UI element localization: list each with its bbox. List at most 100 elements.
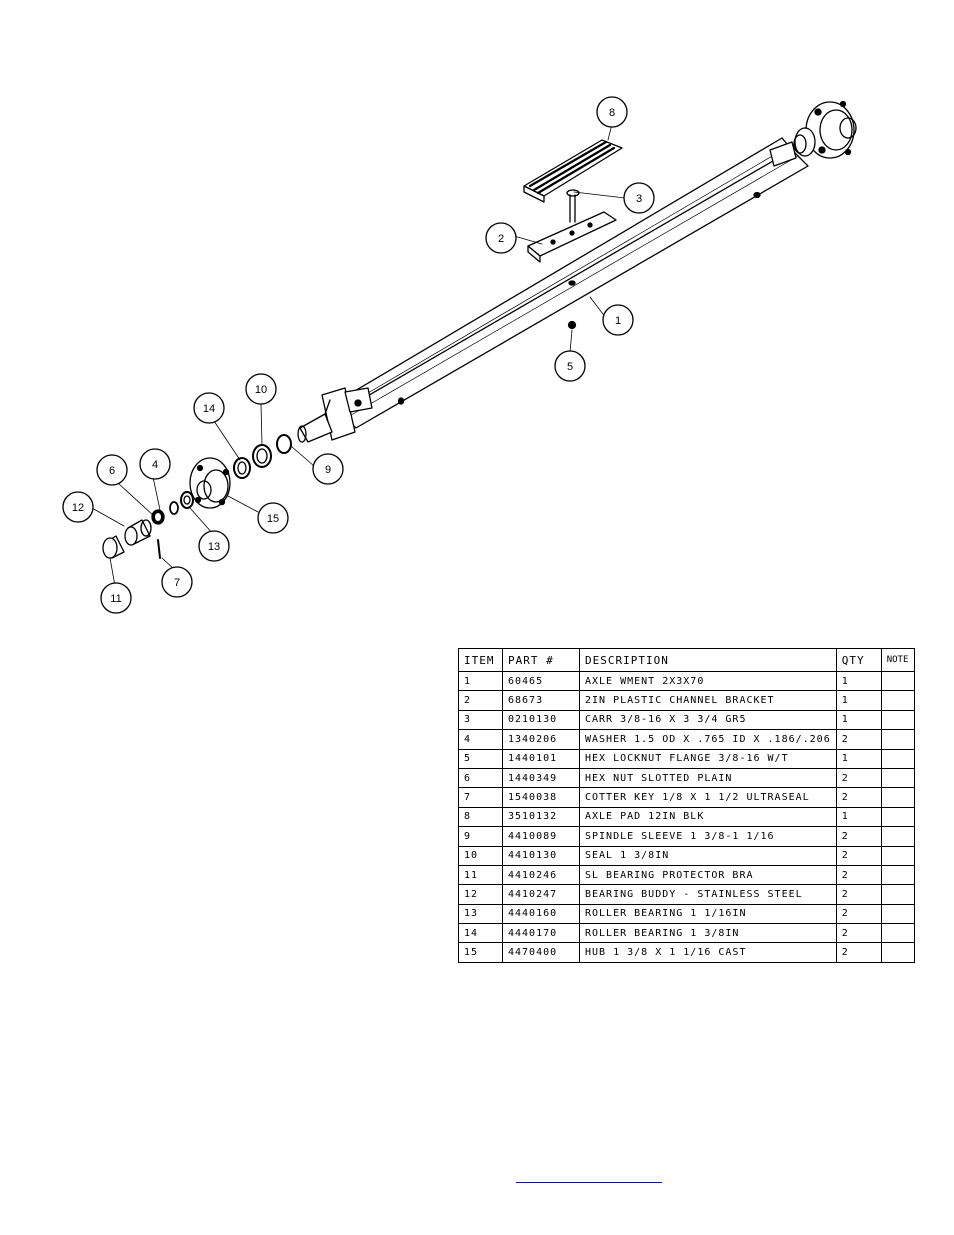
callout-15: 15	[257, 502, 289, 534]
cell-qty: 1	[835, 748, 882, 769]
callout-5: 5	[554, 350, 586, 382]
cell-item: 9	[458, 826, 503, 847]
header-description: DESCRIPTION	[579, 648, 837, 672]
footer-link-underline[interactable]	[516, 1182, 662, 1183]
cell-part: 1440349	[502, 767, 580, 789]
cell-note	[880, 748, 915, 769]
seal	[252, 444, 272, 468]
exploded-axle-diagram: 1 2 3 4 5 6 7 8 9 10 11 12 13 14 15	[62, 96, 857, 614]
cell-item: 2	[458, 690, 503, 711]
cell-desc: COTTER KEY 1/8 X 1 1/2 ULTRASEAL	[579, 787, 837, 808]
cell-item: 6	[458, 767, 503, 789]
cell-note	[880, 690, 915, 711]
cell-item: 3	[458, 709, 503, 731]
header-item: ITEM	[458, 648, 503, 672]
callout-4: 4	[139, 448, 171, 480]
svg-text:3: 3	[636, 193, 642, 205]
cell-item: 11	[458, 864, 503, 886]
cell-item: 1	[458, 670, 503, 692]
carriage-bolt	[566, 189, 580, 223]
cell-qty: 1	[835, 709, 882, 731]
cell-qty: 2	[835, 923, 882, 944]
cell-part: 60465	[502, 670, 580, 692]
axle-pad	[523, 139, 623, 203]
cell-note	[880, 787, 915, 808]
callout-7: 7	[161, 566, 193, 598]
svg-text:10: 10	[255, 384, 267, 396]
svg-text:11: 11	[110, 593, 121, 605]
cell-qty: 2	[835, 826, 882, 847]
svg-text:13: 13	[208, 541, 220, 553]
cell-note	[880, 767, 915, 789]
header-qty: QTY	[835, 648, 882, 672]
cell-qty: 2	[835, 787, 882, 808]
roller-bearing-large	[233, 457, 251, 479]
header-note: NOTE	[880, 648, 915, 672]
cell-item: 13	[458, 903, 503, 925]
cell-qty: 2	[835, 845, 882, 866]
bearing-protector	[102, 535, 125, 559]
spindle-sleeve	[276, 434, 292, 454]
cotter-key	[157, 539, 161, 559]
svg-text:12: 12	[72, 502, 84, 514]
cell-qty: 2	[835, 864, 882, 886]
cell-note	[880, 826, 915, 847]
cell-note	[880, 729, 915, 750]
cell-desc: BEARING BUDDY - STAINLESS STEEL	[579, 884, 837, 905]
callout-1: 1	[602, 304, 634, 336]
cell-desc: SL BEARING PROTECTOR BRA	[579, 864, 837, 886]
cell-desc: ROLLER BEARING 1 1/16IN	[579, 903, 837, 925]
cell-note	[880, 923, 915, 944]
callout-11: 11	[100, 582, 132, 614]
cell-qty: 1	[835, 806, 882, 828]
cell-desc: SEAL 1 3/8IN	[579, 845, 837, 866]
cell-qty: 2	[835, 767, 882, 789]
callout-12: 12	[62, 491, 94, 523]
washer	[169, 501, 179, 515]
cell-desc: HUB 1 3/8 X 1 1/16 CAST	[579, 942, 837, 963]
svg-text:7: 7	[174, 577, 180, 589]
svg-text:2: 2	[498, 233, 504, 245]
cell-part: 0210130	[502, 709, 580, 731]
cell-part: 4410246	[502, 864, 580, 886]
cell-item: 5	[458, 748, 503, 769]
cell-desc: HEX NUT SLOTTED PLAIN	[579, 767, 837, 789]
axle-tube	[339, 137, 809, 429]
cell-item: 15	[458, 942, 503, 963]
callout-9: 9	[312, 453, 344, 485]
cell-note	[880, 670, 915, 692]
cell-part: 3510132	[502, 806, 580, 828]
svg-text:15: 15	[267, 513, 279, 525]
locknut	[567, 320, 577, 330]
cell-item: 12	[458, 884, 503, 905]
slotted-nut	[151, 509, 165, 525]
cell-item: 4	[458, 729, 503, 750]
cell-part: 1340206	[502, 729, 580, 750]
cell-note	[880, 806, 915, 828]
roller-bearing-small	[180, 491, 194, 509]
channel-bracket	[527, 211, 617, 263]
callout-14: 14	[193, 392, 225, 424]
bearing-buddy	[124, 519, 152, 546]
cell-item: 8	[458, 806, 503, 828]
cell-note	[880, 864, 915, 886]
right-hub	[769, 100, 857, 167]
table-header-row: ITEM PART # DESCRIPTION QTY NOTE	[458, 648, 915, 672]
leader-lines	[91, 123, 626, 587]
cell-part: 1540038	[502, 787, 580, 808]
cell-desc: WASHER 1.5 OD X .765 ID X .186/.206	[579, 729, 837, 750]
cell-desc: HEX LOCKNUT FLANGE 3/8-16 W/T	[579, 748, 837, 769]
